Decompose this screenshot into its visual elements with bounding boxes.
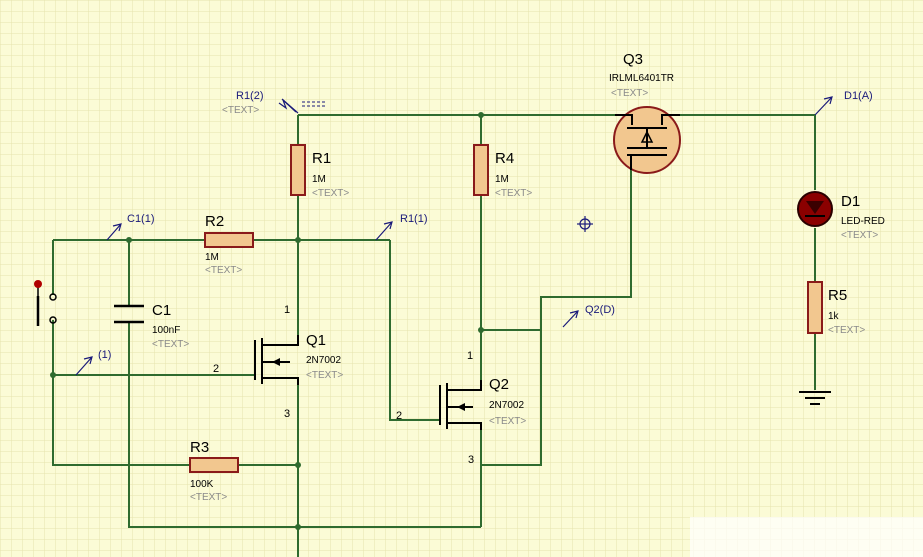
r2-value: 1M — [205, 252, 219, 263]
probe-d1-a-label: D1(A) — [844, 90, 873, 102]
q2-pin-drain: 1 — [467, 350, 473, 362]
d1-value: LED-RED — [841, 216, 885, 227]
probe-c1-1[interactable]: C1(1) — [106, 213, 155, 241]
r5-text: <TEXT> — [828, 325, 865, 336]
q1-pin-source: 3 — [284, 408, 290, 420]
r5-ref: R5 — [828, 287, 847, 304]
c1-value: 100nF — [152, 325, 180, 336]
resistor-r1[interactable]: R1 1M <TEXT> — [290, 144, 349, 199]
junctions — [50, 112, 484, 530]
r4-ref: R4 — [495, 150, 514, 167]
q3-ref: Q3 — [623, 51, 643, 68]
resistor-r2[interactable]: R2 1M <TEXT> — [204, 213, 254, 276]
led-d1[interactable]: D1 LED-RED <TEXT> — [797, 191, 885, 241]
q1-pin-gate: 2 — [213, 363, 219, 375]
mosfet-q3[interactable]: Q3 IRLML6401TR <TEXT> — [609, 51, 681, 174]
resistor-r4[interactable]: R4 1M <TEXT> — [473, 144, 532, 199]
r5-value: 1k — [828, 311, 840, 322]
probe-r1-1[interactable]: R1(1) — [375, 213, 428, 241]
junction-c1-r2 — [126, 237, 132, 243]
mosfet-q1[interactable]: 1 2 3 Q1 2N7002 <TEXT> — [213, 304, 343, 420]
junction-switch-q1g — [50, 372, 56, 378]
r1-value: 1M — [312, 174, 326, 185]
r4-value: 1M — [495, 174, 509, 185]
push-button-switch[interactable] — [34, 280, 57, 326]
d1-ref: D1 — [841, 193, 860, 210]
probe-c1-1-label: C1(1) — [127, 213, 155, 225]
wire-to-q2-gate — [389, 240, 440, 421]
r2-ref: R2 — [205, 213, 224, 230]
wire-c1-bottom — [128, 323, 481, 528]
r3-ref: R3 — [190, 439, 209, 456]
c1-ref: C1 — [152, 302, 171, 319]
q1-text: <TEXT> — [306, 370, 343, 381]
c1-text: <TEXT> — [152, 339, 189, 350]
capacitor-c1[interactable]: C1 100nF <TEXT> — [114, 302, 189, 350]
r3-text: <TEXT> — [190, 492, 227, 503]
wire-switch-bottom — [52, 320, 190, 466]
probe-d1-a[interactable]: D1(A) — [814, 90, 873, 116]
probe-r1-2[interactable]: R1(2) <TEXT> — [222, 90, 325, 116]
junction-q2-drain — [478, 327, 484, 333]
probe-p1-label: (1) — [98, 349, 111, 361]
mosfet-q2[interactable]: 1 2 3 Q2 2N7002 <TEXT> — [396, 350, 526, 466]
watermark-overlay — [690, 517, 923, 557]
probe-q2-d[interactable]: Q2(D) — [562, 304, 615, 328]
q1-ref: Q1 — [306, 332, 326, 349]
q1-pin-drain: 1 — [284, 304, 290, 316]
r4-text: <TEXT> — [495, 188, 532, 199]
q2-text: <TEXT> — [489, 416, 526, 427]
q1-value: 2N7002 — [306, 355, 341, 366]
r1-text: <TEXT> — [312, 188, 349, 199]
probe-p1[interactable]: (1) — [75, 349, 111, 376]
junction-r1-r2 — [295, 237, 301, 243]
q3-value: IRLML6401TR — [609, 73, 674, 84]
probe-r1-1-label: R1(1) — [400, 213, 428, 225]
resistor-r3[interactable]: R3 100K <TEXT> — [189, 439, 239, 503]
junction-bottom — [295, 524, 301, 530]
probe-r1-2-text: <TEXT> — [222, 105, 259, 116]
crosshair-cursor-icon — [577, 216, 593, 232]
junction-r4-top — [478, 112, 484, 118]
probe-q2-d-label: Q2(D) — [585, 304, 615, 316]
resistor-r5[interactable]: R5 1k <TEXT> — [807, 281, 865, 336]
q2-ref: Q2 — [489, 376, 509, 393]
q2-pin-source: 3 — [468, 454, 474, 466]
ground-symbol — [799, 391, 831, 405]
d1-text: <TEXT> — [841, 230, 878, 241]
wires — [52, 114, 816, 557]
probe-r1-2-label: R1(2) — [236, 90, 264, 102]
q3-text: <TEXT> — [611, 88, 648, 99]
r2-text: <TEXT> — [205, 265, 242, 276]
wire-q3-gate — [481, 170, 632, 331]
wire-q2-source-loop — [481, 330, 542, 466]
q2-pin-gate: 2 — [396, 410, 402, 422]
q2-value: 2N7002 — [489, 400, 524, 411]
junction-r3-q1s — [295, 462, 301, 468]
r3-value: 100K — [190, 479, 214, 490]
r1-ref: R1 — [312, 150, 331, 167]
